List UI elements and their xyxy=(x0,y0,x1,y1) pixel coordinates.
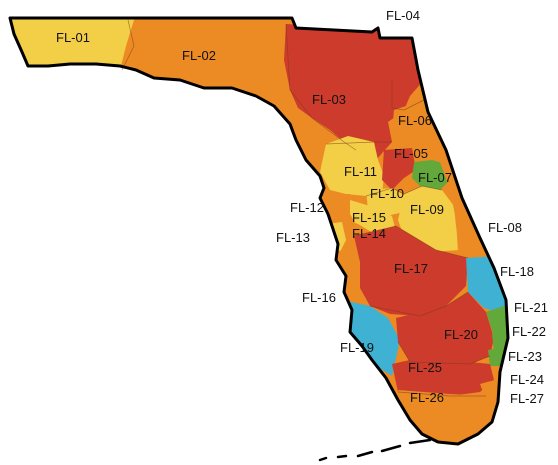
region-fl-04[interactable] xyxy=(370,28,424,110)
label-fl-13: FL-13 xyxy=(276,230,310,245)
region-fl-01[interactable] xyxy=(0,0,134,80)
district-labels: FL-01 FL-02 FL-03 FL-04 FL-05 FL-06 FL-0… xyxy=(56,8,548,406)
label-fl-23: FL-23 xyxy=(508,349,542,364)
label-fl-18: FL-18 xyxy=(500,264,534,279)
region-fl-06[interactable] xyxy=(392,100,446,160)
region-fl-07[interactable] xyxy=(412,160,450,192)
florida-keys xyxy=(318,438,432,462)
label-fl-25: FL-25 xyxy=(408,360,442,375)
label-fl-16: FL-16 xyxy=(302,290,336,305)
label-fl-09: FL-09 xyxy=(410,202,444,217)
label-fl-03: FL-03 xyxy=(312,92,346,107)
label-fl-19: FL-19 xyxy=(340,340,374,355)
label-fl-26: FL-26 xyxy=(410,390,444,405)
label-fl-08: FL-08 xyxy=(488,220,522,235)
label-fl-10: FL-10 xyxy=(370,186,404,201)
label-fl-21: FL-21 xyxy=(514,300,548,315)
label-fl-24: FL-24 xyxy=(510,372,544,387)
label-fl-04: FL-04 xyxy=(386,8,420,23)
state-outline xyxy=(8,16,510,446)
label-fl-20: FL-20 xyxy=(444,327,478,342)
region-fl-05[interactable] xyxy=(382,148,416,190)
label-fl-17: FL-17 xyxy=(394,261,428,276)
label-fl-15: FL-15 xyxy=(352,210,386,225)
label-fl-27: FL-27 xyxy=(510,391,544,406)
region-fl-09[interactable] xyxy=(398,186,460,252)
region-fl-11[interactable] xyxy=(320,136,384,196)
label-fl-05: FL-05 xyxy=(394,146,428,161)
region-fl-03[interactable] xyxy=(284,24,402,160)
label-fl-01: FL-01 xyxy=(56,30,90,45)
label-fl-02: FL-02 xyxy=(182,48,216,63)
label-fl-12: FL-12 xyxy=(290,200,324,215)
label-fl-06: FL-06 xyxy=(398,113,432,128)
region-fl-25[interactable] xyxy=(392,358,494,396)
label-fl-22: FL-22 xyxy=(512,324,546,339)
region-fl-20[interactable] xyxy=(396,292,494,364)
district-boundaries xyxy=(121,19,491,397)
label-fl-11: FL-11 xyxy=(344,164,377,179)
label-fl-07: FL-07 xyxy=(418,170,452,185)
region-fl-19[interactable] xyxy=(342,300,400,376)
label-fl-14: FL-14 xyxy=(352,226,386,241)
region-fl-17[interactable] xyxy=(354,226,468,316)
